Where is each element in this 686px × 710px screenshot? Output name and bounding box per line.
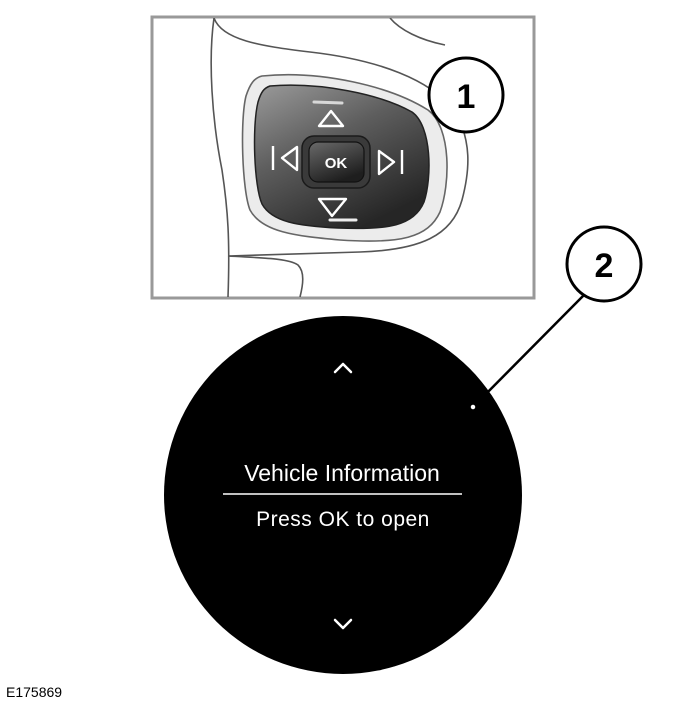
round-display: Vehicle Information Press OK to open — [164, 316, 522, 674]
figure-reference-id: E175869 — [6, 684, 63, 700]
callout-2-anchor — [469, 403, 477, 411]
ok-button-label: OK — [325, 155, 348, 172]
screen-down-icon — [333, 618, 353, 630]
callout-1-circle — [427, 56, 505, 134]
pad-left-icon[interactable] — [280, 145, 299, 172]
ok-button[interactable] — [308, 141, 365, 183]
pad-down-icon[interactable] — [317, 197, 348, 218]
pad-right-icon[interactable] — [377, 149, 396, 176]
callout-1: 1 — [427, 56, 505, 134]
display-subtitle: Press OK to open — [256, 508, 430, 531]
callout-1-number: 1 — [457, 78, 476, 116]
pad-top-marker — [312, 100, 344, 105]
callout-2-circle — [565, 225, 643, 303]
callout-2-number: 2 — [595, 247, 614, 285]
callout-2: 2 — [469, 225, 643, 411]
wheel-lower-edge — [227, 255, 304, 297]
display-screen — [164, 316, 522, 674]
pad-up-icon[interactable] — [317, 109, 345, 128]
wheel-trim-outline-upper — [389, 18, 446, 46]
screen-up-icon — [333, 362, 353, 374]
callout-2-leader — [472, 294, 585, 408]
display-title: Vehicle Information — [244, 460, 440, 486]
wheel-spoke-edge — [210, 18, 230, 297]
